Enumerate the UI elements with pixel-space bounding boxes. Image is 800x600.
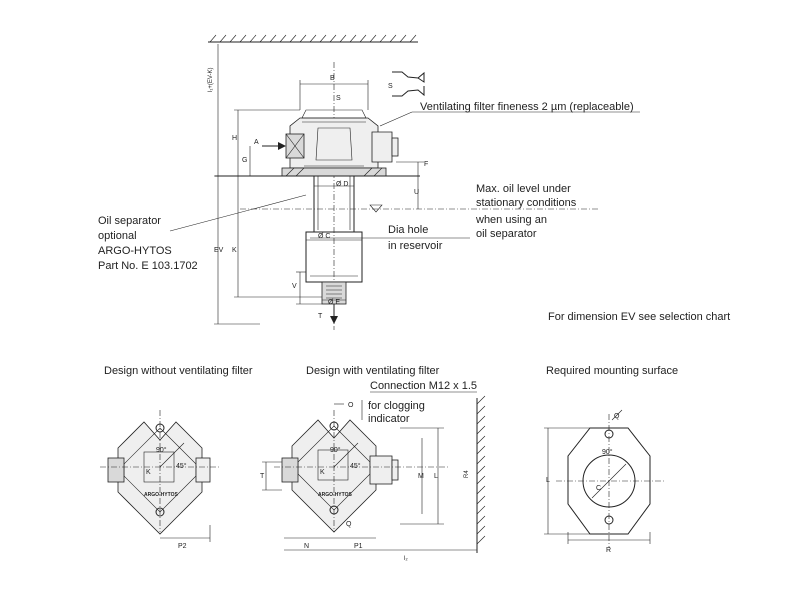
v2-dim-M: M xyxy=(418,473,424,480)
oil-separator-line1: Oil separator xyxy=(98,215,161,227)
v3-angle-90: 90° xyxy=(602,448,613,456)
v1-angle-45: 45° xyxy=(176,462,187,470)
v2-dim-P1: P1 xyxy=(354,543,363,550)
v2-dim-N: N xyxy=(304,543,309,550)
ceiling-hatch xyxy=(209,34,417,43)
v1-dim-K: K xyxy=(146,469,151,476)
v3-dim-R: R xyxy=(606,547,611,554)
v2-dim-L: L xyxy=(434,473,438,480)
oil-separator-line4: Part No. E 103.1702 xyxy=(98,260,198,272)
v2-dim-K: K xyxy=(320,469,325,476)
dim-S: S xyxy=(336,95,341,102)
view1-dimension-labels: 90° 45° K P2 ARGO-HYTOS xyxy=(144,446,187,550)
dim-A: A xyxy=(254,139,259,146)
dim-B: B xyxy=(330,75,335,82)
v2-angle-45: 45° xyxy=(350,462,361,470)
dim-D: Ø D xyxy=(336,181,348,188)
dim-C: Ø C xyxy=(318,233,330,240)
clogging-line2: indicator xyxy=(368,413,410,425)
dim-S-top: S xyxy=(388,83,393,90)
when-using-line2: oil separator xyxy=(476,228,537,240)
view2-dimension-labels: O 90° 45° K T M L R4 N P1 Q l₂ ARGO-HYTO… xyxy=(260,402,470,562)
max-oil-level-line2: stationary conditions xyxy=(476,197,577,209)
clogging-line1: for clogging xyxy=(368,400,425,412)
ev-note: For dimension EV see selection chart xyxy=(548,311,731,323)
connection-label: Connection M12 x 1.5 xyxy=(370,380,478,392)
dim-U: U xyxy=(414,189,419,196)
view-mounting-surface xyxy=(544,409,664,548)
v3-dim-L: L xyxy=(546,477,550,484)
v2-brand-logo: ARGO-HYTOS xyxy=(318,492,352,498)
v3-dim-Q: Q xyxy=(614,413,620,420)
v2-angle-90: 90° xyxy=(330,446,341,454)
dia-hole-line2: in reservoir xyxy=(388,240,443,252)
caption-mounting-surface: Required mounting surface xyxy=(546,365,679,377)
dim-G: G xyxy=(242,157,247,164)
v3-dim-C: C xyxy=(596,485,601,492)
max-oil-level-line1: Max. oil level under xyxy=(476,183,571,195)
view-without-filter xyxy=(100,410,220,542)
dim-H: H xyxy=(232,135,237,142)
v1-dim-P2: P2 xyxy=(178,543,187,550)
v2-dim-R4: R4 xyxy=(464,470,470,478)
v2-dim-Q: Q xyxy=(346,521,352,528)
v1-brand-logo: ARGO-HYTOS xyxy=(144,492,178,498)
ventilating-filter-label: Ventilating filter fineness 2 µm (replac… xyxy=(420,101,634,113)
view-with-filter xyxy=(262,391,486,553)
v2-dim-O: O xyxy=(348,402,354,409)
dim-V: V xyxy=(292,283,297,290)
oil-separator-line2: optional xyxy=(98,230,137,242)
main-view xyxy=(169,34,640,330)
v1-angle-90: 90° xyxy=(156,446,167,454)
caption-with-filter: Design with ventilating filter xyxy=(306,365,440,377)
caption-without-filter: Design without ventilating filter xyxy=(104,365,253,377)
main-dimension-labels: l₁+(EV-K) B S S H A G F U Ø D EV K Ø C V… xyxy=(208,67,428,320)
dim-l1: l₁+(EV-K) xyxy=(208,67,214,92)
when-using-line1: when using an xyxy=(476,214,547,226)
view3-dimension-labels: Q 90° C L R xyxy=(546,413,620,554)
dim-T: T xyxy=(318,313,323,320)
oil-separator-line3: ARGO-HYTOS xyxy=(98,245,172,257)
v2-dim-T: T xyxy=(260,473,265,480)
dim-EV: EV xyxy=(214,247,224,254)
dim-K: K xyxy=(232,247,237,254)
dim-F: F xyxy=(424,161,428,168)
dia-hole-line1: Dia hole xyxy=(388,224,429,236)
dim-E: Ø E xyxy=(328,299,340,306)
v2-dim-l2: l₂ xyxy=(404,556,408,562)
wrench-icon xyxy=(392,71,425,97)
